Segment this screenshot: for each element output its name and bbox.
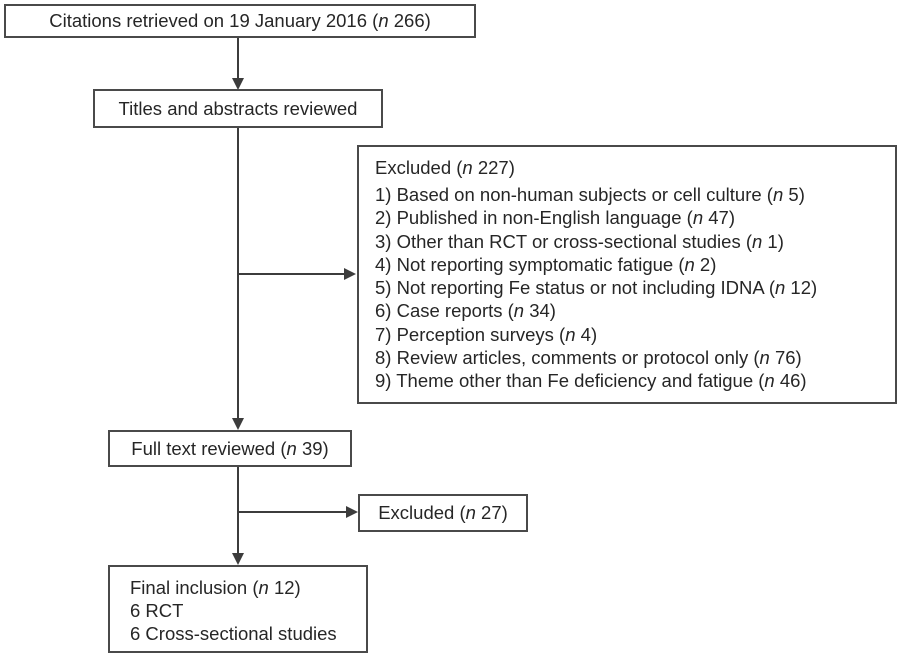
excluded-fulltext-label: Excluded (n 27)	[378, 502, 508, 524]
final-inclusion-rct-count: 6 RCT	[130, 600, 184, 622]
label-text: 1) Based on non-human subjects or cell c…	[375, 184, 773, 205]
label-count: 5)	[783, 184, 805, 205]
n-italic: n	[286, 437, 297, 459]
label-text: Titles and abstracts reviewed	[118, 97, 358, 119]
exclusion-reason-item: 9) Theme other than Fe deficiency and fa…	[375, 369, 885, 392]
arrowhead-down-icon	[232, 553, 244, 565]
label-text: 4) Not reporting symptomatic fatigue (	[375, 253, 685, 275]
n-italic: n	[764, 370, 775, 392]
label-count: 266)	[388, 10, 431, 31]
label-text: Final inclusion (	[130, 577, 259, 598]
arrowhead-down-icon	[232, 78, 244, 90]
n-italic: n	[258, 577, 269, 598]
n-italic: n	[772, 184, 784, 205]
label-text: Excluded (	[375, 157, 463, 178]
exclusion-reason-item: 4) Not reporting symptomatic fatigue (n …	[375, 253, 885, 276]
final-inclusion-crosssectional-count: 6 Cross-sectional studies	[130, 623, 337, 645]
exclusion-reason-item: 5) Not reporting Fe status or not includ…	[375, 276, 885, 299]
full-text-reviewed-label: Full text reviewed (n 39)	[131, 438, 328, 460]
label-count: 4)	[575, 323, 598, 345]
label-count: 1)	[762, 230, 784, 252]
n-italic: n	[752, 230, 763, 252]
n-italic: n	[465, 502, 476, 523]
exclusion-reason-item: 7) Perception surveys (n 4)	[375, 323, 885, 346]
label-text: 7) Perception surveys (	[375, 323, 566, 345]
label-count: 34)	[524, 300, 556, 322]
n-italic: n	[462, 157, 473, 178]
n-italic: n	[759, 347, 770, 369]
label-text: 2) Published in non-English language (	[375, 207, 693, 229]
label-count: 227)	[472, 157, 515, 178]
label-count: 27)	[475, 502, 508, 523]
excluded-screening-box: Excluded (n 227) 1) Based on non-human s…	[357, 145, 897, 404]
n-italic: n	[513, 300, 525, 322]
exclusion-reason-item: 8) Review articles, comments or protocol…	[375, 346, 885, 369]
label-count: 76)	[769, 347, 802, 369]
excluded-screening-heading: Excluded (n 227)	[375, 156, 885, 179]
final-inclusion-box: Final inclusion (n 12) 6 RCT 6 Cross-sec…	[108, 565, 368, 653]
label-text: 9) Theme other than Fe deficiency and fa…	[375, 370, 765, 392]
label-count: 12)	[785, 277, 818, 299]
n-italic: n	[684, 253, 695, 275]
branch-to-excluded-screening	[238, 273, 345, 275]
label-text: 3) Other than RCT or cross-sectional stu…	[375, 230, 752, 252]
label-text: Full text reviewed (	[131, 437, 287, 459]
label-count: 39)	[296, 437, 329, 459]
arrowhead-down-icon	[232, 418, 244, 430]
exclusion-reason-item: 3) Other than RCT or cross-sectional stu…	[375, 230, 885, 253]
arrowhead-right-icon	[344, 268, 356, 280]
arrowhead-right-icon	[346, 506, 358, 518]
label-count: 47)	[703, 207, 735, 229]
final-inclusion-label: Final inclusion (n 12)	[130, 576, 366, 599]
n-italic: n	[378, 10, 389, 31]
label-text: 5) Not reporting Fe status or not includ…	[375, 277, 775, 299]
label-text: Excluded (	[378, 502, 466, 523]
label-text: 6) Case reports (	[375, 300, 514, 322]
label-text: 8) Review articles, comments or protocol…	[375, 347, 760, 369]
exclusion-reason-item: 2) Published in non-English language (n …	[375, 206, 885, 229]
label-count: 46)	[774, 370, 807, 392]
titles-abstracts-box: Titles and abstracts reviewed	[93, 89, 383, 128]
exclusion-reason-item: 6) Case reports (n 34)	[375, 299, 885, 322]
n-italic: n	[775, 277, 786, 299]
exclusion-reason-item: 1) Based on non-human subjects or cell c…	[375, 183, 885, 206]
citations-retrieved-label: Citations retrieved on 19 January 2016 (…	[49, 10, 431, 32]
branch-to-excluded-fulltext	[238, 511, 346, 513]
n-italic: n	[565, 323, 576, 345]
connector-fulltext-to-final	[237, 467, 239, 554]
citations-retrieved-box: Citations retrieved on 19 January 2016 (…	[4, 4, 476, 38]
label-text: Citations retrieved on 19 January 2016 (	[49, 10, 379, 31]
label-count: 2)	[694, 253, 717, 275]
label-count: 12)	[268, 577, 301, 598]
connector-citations-to-titles	[237, 38, 239, 79]
excluded-fulltext-box: Excluded (n 27)	[358, 494, 528, 532]
n-italic: n	[692, 207, 704, 229]
titles-abstracts-label: Titles and abstracts reviewed	[119, 98, 358, 120]
full-text-reviewed-box: Full text reviewed (n 39)	[108, 430, 352, 467]
